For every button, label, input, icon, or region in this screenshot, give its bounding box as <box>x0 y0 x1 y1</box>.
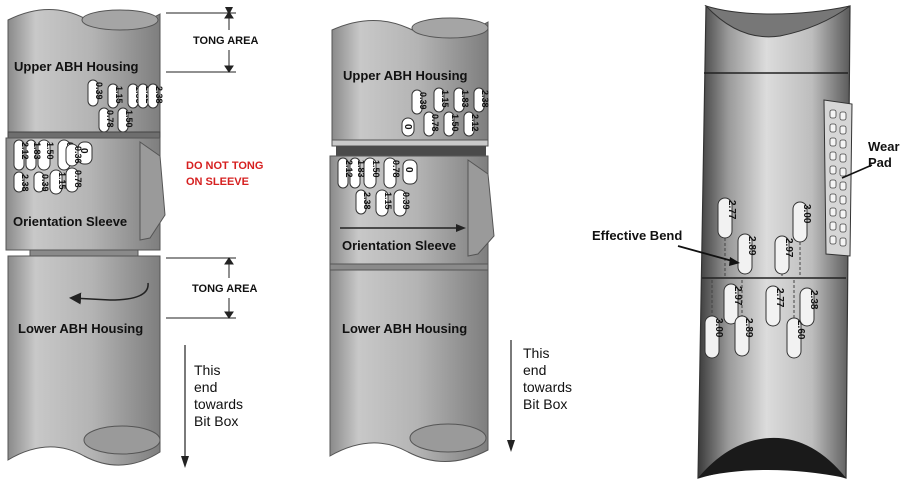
left-bitbox-arrow <box>181 345 189 468</box>
scale-mark: 2.12 <box>470 114 480 132</box>
mark-3-00: 3.00 <box>801 204 812 224</box>
middle-lower-housing <box>329 269 489 462</box>
scale-mark: 0.39 <box>94 82 104 100</box>
middle-upper-housing-label: Upper ABH Housing <box>343 68 468 83</box>
wear-pad-label-line1: Wear <box>868 139 900 154</box>
scale-mark: 1.15 <box>383 192 393 210</box>
left-rotation-arrow <box>69 282 149 305</box>
wear-pad-leader <box>841 164 873 179</box>
middle-lower-housing-label: Lower ABH Housing <box>342 321 467 336</box>
scale-mark: 1.15 <box>114 86 124 104</box>
mark-3-00: 3.00 <box>713 318 724 338</box>
scale-mark: 1.50 <box>45 142 55 160</box>
scale-mark: 2.38 <box>20 174 30 192</box>
left-note-line3: towards <box>194 396 243 412</box>
scale-mark: 1.50 <box>371 160 381 178</box>
mark-2-38: 2.38 <box>808 290 819 310</box>
scale-mark: 0 <box>402 124 413 130</box>
middle-spline-band <box>331 139 489 156</box>
wear-pad <box>823 99 853 257</box>
mark-2-97: 2.97 <box>783 238 794 258</box>
middle-orientation-sleeve-label: Orientation Sleeve <box>342 238 456 253</box>
scale-mark: 0 <box>403 167 414 173</box>
scale-mark: 0.39 <box>401 192 411 210</box>
middle-sleeve-scale: 0 0.78 0.39 1.15 1.50 1.83 2.12 2.38 <box>337 157 418 217</box>
scale-mark: 0.78 <box>430 114 440 132</box>
scale-mark: 0.39 <box>418 92 428 110</box>
left-lower-housing-label: Lower ABH Housing <box>18 321 143 336</box>
mark-2-77: 2.77 <box>774 288 785 308</box>
middle-note-line2: end <box>523 362 546 378</box>
scale-mark: 0.78 <box>73 170 83 188</box>
scale-mark: 1.50 <box>124 110 134 128</box>
scale-mark: 2.12 <box>20 142 30 160</box>
left-note-line1: This <box>194 362 220 378</box>
middle-upper-scale: 0.39 0 0.78 1.15 1.50 1.83 2.12 2.38 <box>401 87 490 137</box>
mark-2-89: 2.89 <box>743 318 754 338</box>
left-lower-housing <box>7 255 161 466</box>
scale-mark: 1.15 <box>57 172 67 190</box>
scale-mark: 0.36 <box>73 146 83 164</box>
middle-note-line3: towards <box>523 379 572 395</box>
middle-note-line4: Bit Box <box>523 396 567 412</box>
effective-bend-leader <box>677 245 737 263</box>
scale-mark: 1.50 <box>450 114 460 132</box>
tong-area-bottom-label: TONG AREA <box>192 283 257 295</box>
mark-2-77: 2.77 <box>726 200 737 220</box>
middle-note-line1: This <box>523 345 549 361</box>
left-note-line4: Bit Box <box>194 413 238 429</box>
scale-mark: 2.38 <box>480 90 490 108</box>
left-upper-housing-label: Upper ABH Housing <box>14 59 139 74</box>
left-assembly: Upper ABH Housing 0.39 0.78 1.15 1.50 1.… <box>5 7 263 468</box>
left-orientation-sleeve-label: Orientation Sleeve <box>13 214 127 229</box>
scale-mark: 1.83 <box>460 90 470 108</box>
scale-mark: 2.38 <box>362 192 372 210</box>
scale-mark: 2.38 <box>154 86 164 104</box>
scale-mark: 0.78 <box>391 160 401 178</box>
do-not-tong-line1: DO NOT TONG <box>186 160 263 172</box>
mark-2-89: 2.89 <box>746 236 757 256</box>
scale-mark: 0 <box>78 148 89 154</box>
tong-area-top-label: TONG AREA <box>193 35 258 47</box>
right-upper-marks: 2.77 2.89 2.97 3.00 <box>717 197 812 276</box>
middle-bitbox-arrow <box>507 340 515 452</box>
scale-mark: 1.83 <box>32 142 42 160</box>
scale-mark: 1.15 <box>440 90 450 108</box>
wear-pad-label-line2: Pad <box>868 155 892 170</box>
left-note-line2: end <box>194 379 217 395</box>
scale-mark: 0.39 <box>40 174 50 192</box>
scale-mark: 0.78 <box>105 110 115 128</box>
mark-2-60: 2.60 <box>795 320 806 340</box>
do-not-tong-line2: ON SLEEVE <box>186 176 249 188</box>
left-upper-scale: 0.39 0.78 1.15 1.50 1.83 2.12 2.38 <box>87 79 164 133</box>
right-lower-marks: 3.00 2.97 2.89 2.77 2.60 2.38 <box>704 280 819 359</box>
tong-area-bottom-bracket <box>166 257 236 319</box>
scale-mark: 2.12 <box>344 160 354 178</box>
left-sleeve-scale: 0 0.78 1.50 1.83 2.12 2.38 0.39 1.15 0.7… <box>13 139 93 195</box>
right-assembly: Wear Pad 2.77 2.89 2.97 3.00 3.00 2.97 2… <box>592 4 900 479</box>
middle-assembly: Upper ABH Housing 0.39 0 0.78 1.15 1.50 … <box>329 17 572 462</box>
effective-bend-label: Effective Bend <box>592 228 682 243</box>
scale-mark: 1.83 <box>356 160 366 178</box>
mark-2-97: 2.97 <box>732 286 743 306</box>
tong-area-top-bracket <box>166 7 236 73</box>
